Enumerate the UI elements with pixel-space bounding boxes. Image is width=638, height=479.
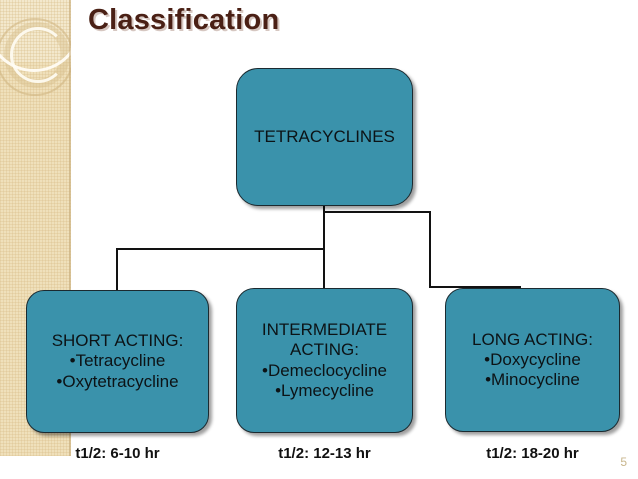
node-intermediate-acting-item-2: •Lymecycline [275,380,374,400]
half-life-intermediate-acting: t1/2: 12-13 hr [278,445,371,462]
connector-drop-long-vertical [429,211,431,288]
slide-number: 5 [620,455,627,469]
node-intermediate-acting-heading-line2: ACTING: [290,340,359,360]
node-tetracyclines[interactable]: TETRACYCLINES [236,68,413,206]
page-title: Classification [88,4,280,36]
connector-drop-short [116,248,118,290]
node-intermediate-acting-item-1: •Demeclocycline [262,360,387,380]
connector-root-stem [323,206,325,288]
connector-horizontal-left [116,248,325,250]
node-intermediate-acting-heading-line1: INTERMEDIATE [261,320,388,340]
node-long-acting[interactable]: LONG ACTING: •Doxycycline •Minocycline [445,288,620,432]
node-long-acting-heading: LONG ACTING: [472,329,593,349]
node-short-acting-item-1: •Tetracycline [69,351,166,371]
node-intermediate-acting[interactable]: INTERMEDIATE ACTING: •Demeclocycline •Ly… [236,288,413,433]
connector-drop-long-horizontal [429,286,521,288]
half-life-long-acting: t1/2: 18-20 hr [486,445,579,462]
node-long-acting-item-2: •Minocycline [485,370,580,390]
node-short-acting-heading: SHORT ACTING: [51,331,184,351]
node-short-acting-item-2: •Oxytetracycline [56,371,179,391]
decorative-arc-icon [10,27,66,83]
node-tetracyclines-label: TETRACYCLINES [254,126,395,146]
node-long-acting-item-1: •Doxycycline [484,349,581,369]
connector-horizontal-right [323,211,431,213]
half-life-short-acting: t1/2: 6-10 hr [75,445,160,462]
node-short-acting[interactable]: SHORT ACTING: •Tetracycline •Oxytetracyc… [26,290,209,433]
band-edge-divider [69,0,71,456]
